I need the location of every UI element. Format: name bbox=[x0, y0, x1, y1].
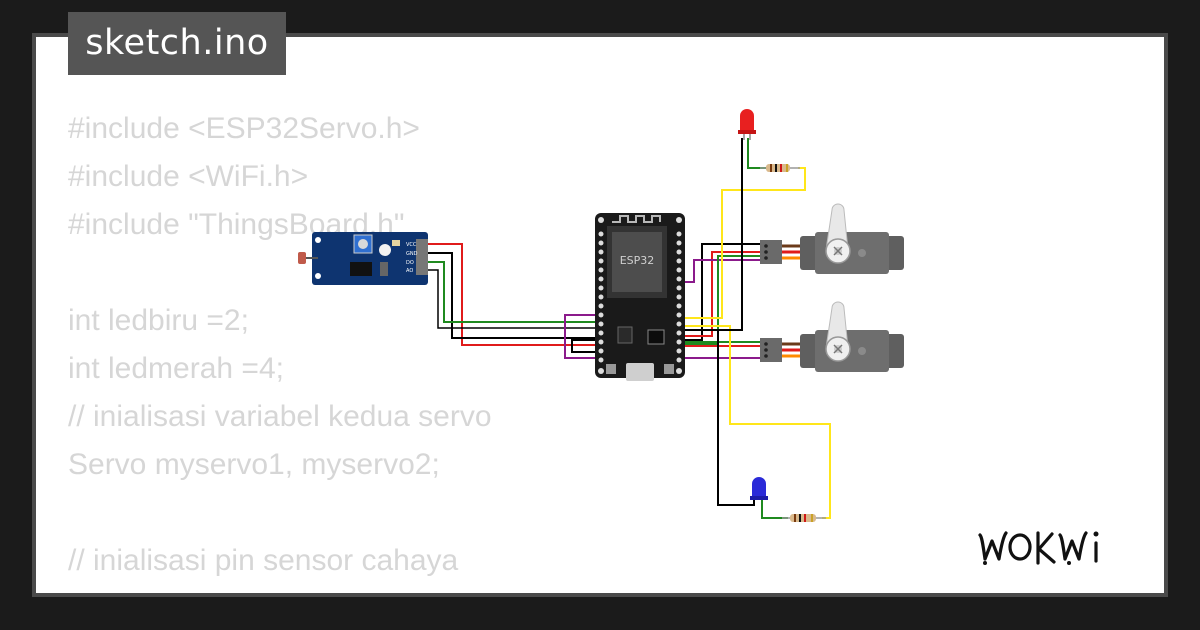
wire-black-servo1 bbox=[680, 243, 760, 341]
resistor-1[interactable] bbox=[760, 164, 800, 172]
code-line: #include <WiFi.h> bbox=[68, 160, 309, 193]
file-tab[interactable]: sketch.ino bbox=[68, 12, 286, 75]
wire-green-servo1 bbox=[680, 255, 760, 345]
code-line: #include <ESP32Servo.h> bbox=[68, 112, 420, 145]
code-listing: #include <ESP32Servo.h> #include <WiFi.h>… bbox=[68, 105, 492, 593]
wire-sensor-do bbox=[428, 261, 598, 323]
light-sensor-module[interactable]: VCC GND DO AO bbox=[298, 232, 428, 285]
code-line: int ledmerah =4; bbox=[68, 352, 284, 385]
wire-black-blue-led bbox=[680, 329, 755, 506]
board-pins-left bbox=[598, 231, 604, 363]
esp32-board[interactable]: ESP32 bbox=[595, 213, 685, 381]
red-led[interactable] bbox=[738, 109, 756, 140]
wire-black-left bbox=[571, 339, 605, 353]
code-line: int ledbiru =2; bbox=[68, 304, 249, 337]
wire-green-blue-led bbox=[761, 498, 788, 519]
code-line: Servo myservo1, myservo2; bbox=[68, 448, 440, 481]
wire-red-servo1 bbox=[680, 251, 760, 337]
servo-2[interactable] bbox=[760, 301, 904, 372]
wire-purple-servo1 bbox=[680, 259, 760, 283]
board-pins-right bbox=[676, 231, 682, 363]
code-line: // inialisasi pin sensor cahaya bbox=[68, 544, 459, 577]
resistor-2[interactable] bbox=[782, 514, 826, 522]
wire-green-red-led bbox=[747, 138, 766, 169]
sensor-pin-ao: AO bbox=[406, 268, 413, 274]
wire-yellow-bottom bbox=[680, 325, 831, 519]
wokwi-logo bbox=[978, 531, 1099, 565]
wire-purple-left bbox=[564, 314, 602, 359]
wires bbox=[428, 138, 831, 519]
board-label: ESP32 bbox=[620, 254, 655, 267]
code-line: const int sensorCahaya = 13; bbox=[68, 585, 492, 593]
sensor-pin-gnd: GND bbox=[406, 251, 418, 257]
code-line: // inialisasi variabel kedua servo bbox=[68, 400, 492, 433]
wire-yellow-top bbox=[680, 167, 806, 319]
blue-led[interactable] bbox=[750, 477, 768, 500]
wire-sensor-gnd bbox=[428, 252, 598, 339]
servo-1[interactable] bbox=[760, 203, 904, 274]
wire-sensor-ao bbox=[428, 269, 598, 329]
wire-sensor-vcc bbox=[428, 243, 598, 346]
sensor-pin-vcc: VCC bbox=[406, 242, 417, 248]
sensor-pin-do: DO bbox=[406, 260, 414, 266]
